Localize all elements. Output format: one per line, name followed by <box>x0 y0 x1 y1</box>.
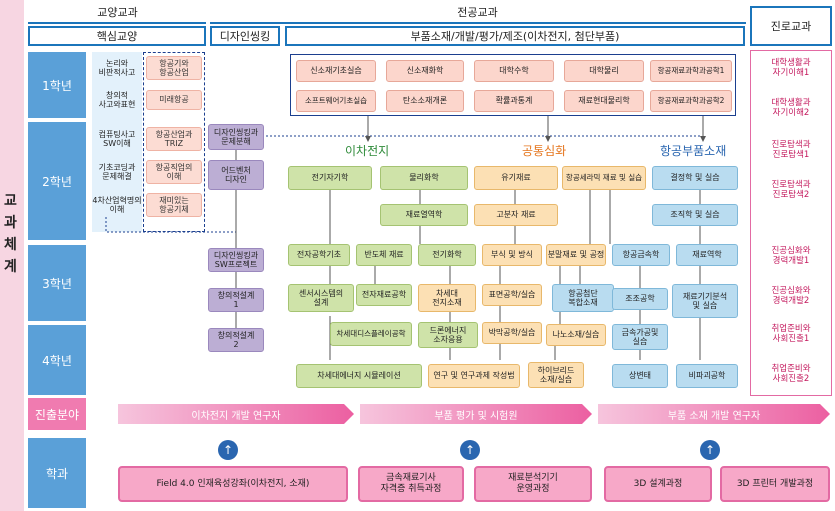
program-button[interactable]: 3D 설계과정 <box>604 466 712 502</box>
aero-course: 조직학 및 실습 <box>652 204 738 226</box>
aero-course: 항공금속학 <box>612 244 670 266</box>
battery-course: 전기화학 <box>418 244 476 266</box>
aero-course: 재료역학 <box>676 244 738 266</box>
year-2: 2학년 <box>28 122 86 240</box>
aero-course: 나노소재/실습 <box>546 324 606 346</box>
major-course: 소프트웨어기초실습 <box>296 90 376 112</box>
core-course: 재미있는 항공기체 <box>146 193 202 217</box>
design-course: 디자인씽킹과 SW프로젝트 <box>208 248 264 272</box>
up-arrow-icon: ↑ <box>218 440 238 460</box>
major-course: 신소재기초실습 <box>296 60 376 82</box>
major-course: 항공재료과학과공학2 <box>650 90 732 112</box>
core-course: 4차산업혁명의 이해 <box>92 195 142 214</box>
core-course: 항공산업과 TRIZ <box>146 127 202 151</box>
aero-course: 항공세라믹 재료 및 실습 <box>562 166 646 190</box>
design-course: 디자인씽킹과 문제분해 <box>208 124 264 150</box>
major-course: 신소재화학 <box>386 60 464 82</box>
track-aero: 항공부품소재 <box>660 144 727 158</box>
career-field-arrow: 이차전지 개발 연구자 <box>118 404 354 424</box>
year-3: 3학년 <box>28 245 86 321</box>
battery-course: 센서시스템의 설계 <box>288 284 354 312</box>
track-common: 공통심화 <box>522 144 567 158</box>
core-course: 미래항공 <box>146 90 202 110</box>
design-course: 창의적설계 2 <box>208 328 264 352</box>
core-course: 컴퓨팅사고 SW이해 <box>98 129 136 148</box>
battery-course: 반도체 재료 <box>356 244 412 266</box>
career-course: 진로탐색과 진로탐색1 <box>771 140 811 160</box>
career-field-label: 진출분야 <box>28 398 86 430</box>
career-column-frame <box>750 50 832 396</box>
core-course: 기초코딩과 문제해결 <box>98 162 136 181</box>
year-4: 4학년 <box>28 325 86 395</box>
header-liberal: 교양교과 <box>97 6 138 19</box>
major-course: 재료현대물리학 <box>564 90 644 112</box>
up-arrow-icon: ↑ <box>700 440 720 460</box>
career-course: 진로탐색과 진로탐색2 <box>771 180 811 200</box>
aero-course: 분말재료 및 공정 <box>546 244 606 266</box>
program-button[interactable]: 재료분석기기 운영과정 <box>474 466 592 502</box>
program-button[interactable]: 금속재료기사 자격증 취득과정 <box>358 466 464 502</box>
battery-course: 차세대에너지 시뮬레이션 <box>296 364 422 388</box>
core-course: 항공직업의 이해 <box>146 160 202 184</box>
up-arrow-icon: ↑ <box>460 440 480 460</box>
core-course: 논리와 비판적사고 <box>98 58 136 77</box>
common-course: 유기재료 <box>474 166 558 190</box>
track-battery: 이차전지 <box>345 144 390 158</box>
core-course: 항공기와 항공산업 <box>146 56 202 80</box>
subheader-core: 핵심교양 <box>28 26 206 46</box>
career-course: 대학생활과 자기이해1 <box>771 58 811 78</box>
major-course: 항공재료과학과공학1 <box>650 60 732 82</box>
battery-course: 전자재료공학 <box>356 284 412 306</box>
major-course: 대학수학 <box>474 60 554 82</box>
career-course: 취업준비와 사회진출1 <box>771 324 811 344</box>
common-course: 차세대 전지소재 <box>418 284 476 312</box>
aero-course: 재료기기분석 및 실습 <box>672 284 738 318</box>
common-course: 부식 및 방식 <box>482 244 542 266</box>
left-title-bg <box>0 0 24 511</box>
battery-course: 전자공학기초 <box>288 244 350 266</box>
program-button[interactable]: Field 4.0 인재육성강좌(이차전지, 소재) <box>118 466 348 502</box>
battery-course: 전기자기학 <box>288 166 372 190</box>
common-course: 연구 및 연구과제 작성법 <box>428 364 520 388</box>
aero-course: 조조공학 <box>612 288 668 310</box>
left-title: 교과체계 <box>4 193 17 275</box>
battery-course: 재료열역학 <box>380 204 468 226</box>
career-field-arrow: 부품 소재 개발 연구자 <box>598 404 830 424</box>
major-course: 탄소소재개론 <box>386 90 464 112</box>
career-field-arrow: 부품 평가 및 시험원 <box>360 404 592 424</box>
common-course: 고분자 재료 <box>474 204 558 226</box>
battery-course: 물리화학 <box>380 166 468 190</box>
core-course: 창의적 사고와표현 <box>98 90 136 109</box>
design-course: 어드벤처 디자인 <box>208 160 264 190</box>
career-course: 진공심화와 경력개발2 <box>771 286 811 306</box>
design-course: 창의적설계 1 <box>208 288 264 312</box>
aero-course: 결정학 및 실습 <box>652 166 738 190</box>
battery-course: 차세대디스플레이공학 <box>330 322 412 346</box>
career-course: 진공심화와 경력개발1 <box>771 246 811 266</box>
aero-course: 금속가공및 실습 <box>612 324 668 350</box>
major-course: 대학물리 <box>564 60 644 82</box>
battery-course: 드론에너지 소자응용 <box>418 322 478 348</box>
aero-course: 상변태 <box>612 364 668 388</box>
major-course: 확률과통계 <box>474 90 554 112</box>
subheader-parts: 부품소재/개발/평가/제조(이차전지, 첨단부품) <box>285 26 745 46</box>
year-1: 1학년 <box>28 52 86 118</box>
career-course: 취업준비와 사회진출2 <box>771 364 811 384</box>
header-major: 전공교과 <box>457 6 498 19</box>
common-course: 박막공학/실습 <box>482 322 542 344</box>
aero-course: 비파괴공학 <box>676 364 738 388</box>
header-career: 진로교과 <box>750 6 832 46</box>
career-course: 대학생활과 자기이해2 <box>771 98 811 118</box>
program-button[interactable]: 3D 프린터 개발과정 <box>720 466 830 502</box>
common-course: 표면공학/실습 <box>482 284 542 306</box>
aero-course: 항공첨단 복합소재 <box>552 284 614 312</box>
dept-label: 학과 <box>28 438 86 508</box>
aero-course: 하이브리드 소재/실습 <box>528 362 584 388</box>
subheader-design: 디자인씽킹 <box>210 26 280 46</box>
